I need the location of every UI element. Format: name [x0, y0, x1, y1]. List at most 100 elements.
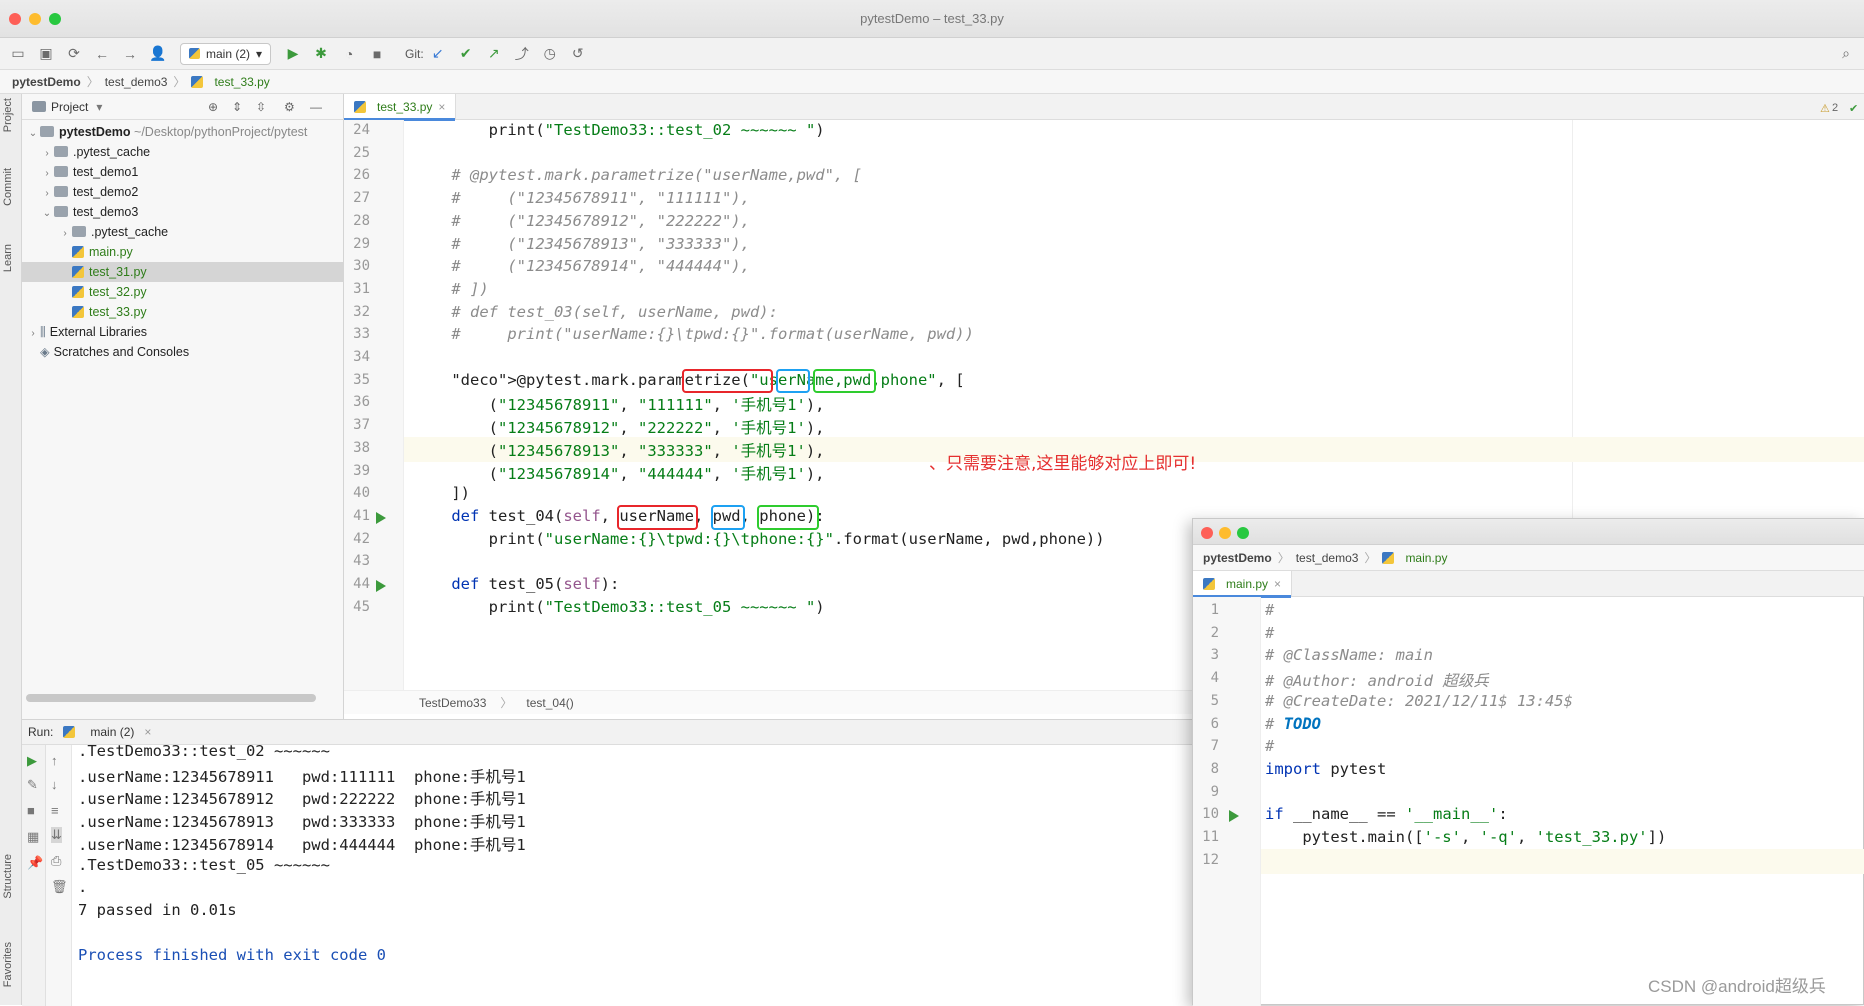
line-number: 40	[353, 485, 370, 502]
project-panel-title[interactable]: Project	[51, 99, 89, 114]
git-commit-icon[interactable]: ✔	[459, 45, 472, 61]
tree-item[interactable]: ›test_demo1	[22, 162, 344, 182]
user-icon[interactable]: 👤	[149, 45, 167, 61]
run-toolbar-secondary: ↑ ↓ ≡ ⇊ ⎙ 🗑	[46, 745, 72, 1006]
scroll-to-end-icon[interactable]: ⇊	[51, 827, 62, 843]
tree-root[interactable]: ⌄pytestDemo ~/Desktop/pythonProject/pyte…	[22, 122, 344, 142]
code-line: # @ClassName: main	[1265, 646, 1433, 665]
highlight-box-pwd-arg	[710, 504, 745, 530]
line-number: 28	[353, 212, 370, 229]
print-icon[interactable]: ⎙	[51, 853, 62, 868]
line-number: 37	[353, 417, 370, 434]
close-window-icon[interactable]	[9, 13, 21, 25]
sync-icon[interactable]: ⟳	[68, 45, 80, 61]
trash-icon[interactable]: 🗑	[51, 879, 68, 894]
save-icon[interactable]: ▣	[39, 45, 53, 61]
commit-tool-tab[interactable]: Commit	[2, 168, 14, 206]
stop-icon[interactable]: ■	[27, 803, 35, 818]
tab-test-33[interactable]: test_33.py ×	[344, 94, 457, 121]
warning-icon[interactable]: ⚠	[1820, 103, 1830, 115]
open-folder-icon[interactable]: ▭	[11, 45, 25, 61]
forward-arrow-icon[interactable]: →	[123, 45, 137, 62]
back-arrow-icon[interactable]: ←	[95, 45, 109, 62]
run-main-icon[interactable]	[1229, 810, 1239, 823]
favorites-tool-tab[interactable]: Favorites	[2, 942, 14, 988]
structure-tool-tab[interactable]: Structure	[2, 854, 14, 899]
line-number: 4	[1210, 670, 1219, 687]
chevron-down-icon[interactable]: ▾	[96, 99, 103, 114]
rollback-icon[interactable]: ↺	[571, 45, 584, 61]
line-number: 39	[353, 462, 370, 479]
python-file-icon	[191, 75, 204, 88]
git-push-icon[interactable]: ↗	[487, 45, 500, 61]
code-line: # print("userName:{}\tpwd:{}".format(use…	[414, 325, 974, 344]
breadcrumb-file[interactable]: test_33.py	[214, 74, 270, 89]
left-tool-strip: Project Commit Learn Structure Favorites	[0, 94, 22, 1005]
close-tab-icon[interactable]: ×	[1274, 577, 1282, 591]
rerun-icon[interactable]: ▶	[27, 753, 37, 768]
hide-panel-icon[interactable]: —	[310, 99, 322, 114]
layout-icon[interactable]: ▦	[27, 829, 40, 844]
breadcrumb-folder[interactable]: test_demo3	[1295, 550, 1359, 565]
learn-tool-tab[interactable]: Learn	[2, 244, 14, 273]
soft-wrap-icon[interactable]: ≡	[51, 803, 59, 818]
run-test-icon[interactable]	[376, 511, 386, 524]
collapse-all-icon[interactable]: ⇳	[256, 99, 267, 114]
close-tab-icon[interactable]: ×	[144, 725, 152, 739]
git-update-icon[interactable]: ↙	[431, 45, 444, 61]
coverage-icon[interactable]: ◔	[344, 45, 354, 62]
down-arrow-icon[interactable]: ↓	[51, 777, 58, 792]
folder-icon	[54, 186, 68, 197]
breadcrumb-folder[interactable]: test_demo3	[104, 74, 168, 89]
zoom-window-icon[interactable]	[49, 13, 61, 25]
breadcrumb-project[interactable]: pytestDemo	[1203, 550, 1272, 565]
close-window-icon[interactable]	[1201, 527, 1213, 539]
locate-icon[interactable]: ⊕	[208, 99, 219, 114]
tree-item[interactable]: main.py	[22, 242, 344, 262]
zoom-window-icon[interactable]	[1237, 527, 1249, 539]
gear-icon[interactable]: ⚙	[284, 99, 295, 114]
tree-item[interactable]: test_32.py	[22, 282, 344, 302]
tree-item[interactable]: ›⫼External Libraries	[22, 322, 344, 342]
run-test-icon[interactable]	[376, 580, 386, 592]
wrench-icon[interactable]: ✎	[27, 777, 38, 792]
pin-icon[interactable]: 📌	[27, 855, 44, 870]
tree-item[interactable]: ›.pytest_cache	[22, 142, 344, 162]
project-tool-tab[interactable]: Project	[2, 98, 14, 133]
console-line: .userName:12345678912 pwd:222222 phone:手…	[78, 790, 526, 809]
breadcrumb-project[interactable]: pytestDemo	[12, 74, 81, 89]
tree-item-label: External Libraries	[49, 325, 148, 339]
chevron-right-icon: ›	[45, 148, 49, 159]
run-configuration-select[interactable]: main (2) ▾	[180, 42, 272, 65]
debug-icon[interactable]: ✱	[315, 45, 327, 61]
run-configuration-label: main (2)	[206, 46, 251, 61]
code-line: # @CreateDate: 2021/12/11$ 13:45$	[1265, 691, 1573, 710]
history-icon[interactable]: ◷	[543, 45, 556, 61]
search-icon[interactable]: ⌕	[1842, 45, 1850, 61]
run-tab-label[interactable]: main (2)	[90, 725, 135, 739]
line-number: 27	[353, 190, 370, 207]
editor-breadcrumb-class[interactable]: TestDemo33	[419, 695, 487, 710]
sub-title-bar	[1193, 519, 1864, 545]
tree-item[interactable]: ›.pytest_cache	[22, 222, 344, 242]
horizontal-scrollbar[interactable]	[26, 694, 316, 702]
git-branch-icon[interactable]: ⤴	[514, 45, 529, 62]
expand-all-icon[interactable]: ⇕	[232, 99, 243, 114]
run-icon[interactable]: ▶	[287, 45, 299, 61]
editor-tab-bar: test_33.py ×	[344, 94, 1864, 121]
up-arrow-icon[interactable]: ↑	[51, 753, 58, 768]
highlight-box-phone-arg	[757, 504, 820, 530]
close-tab-icon[interactable]: ×	[438, 100, 446, 114]
minimize-window-icon[interactable]	[29, 13, 41, 25]
tree-item-selected[interactable]: test_31.py	[22, 262, 344, 282]
editor-breadcrumb-method[interactable]: test_04()	[526, 695, 574, 710]
minimize-window-icon[interactable]	[1219, 527, 1231, 539]
tree-item[interactable]: test_33.py	[22, 302, 344, 322]
tree-item[interactable]: ⌄test_demo3	[22, 202, 344, 222]
tree-item[interactable]: ›test_demo2	[22, 182, 344, 202]
stop-icon[interactable]: ■	[372, 45, 382, 62]
tree-item[interactable]: ◈Scratches and Consoles	[22, 342, 344, 362]
line-number: 45	[353, 598, 370, 615]
breadcrumb-file[interactable]: main.py	[1405, 550, 1448, 565]
tab-main-py[interactable]: main.py ×	[1193, 571, 1293, 598]
